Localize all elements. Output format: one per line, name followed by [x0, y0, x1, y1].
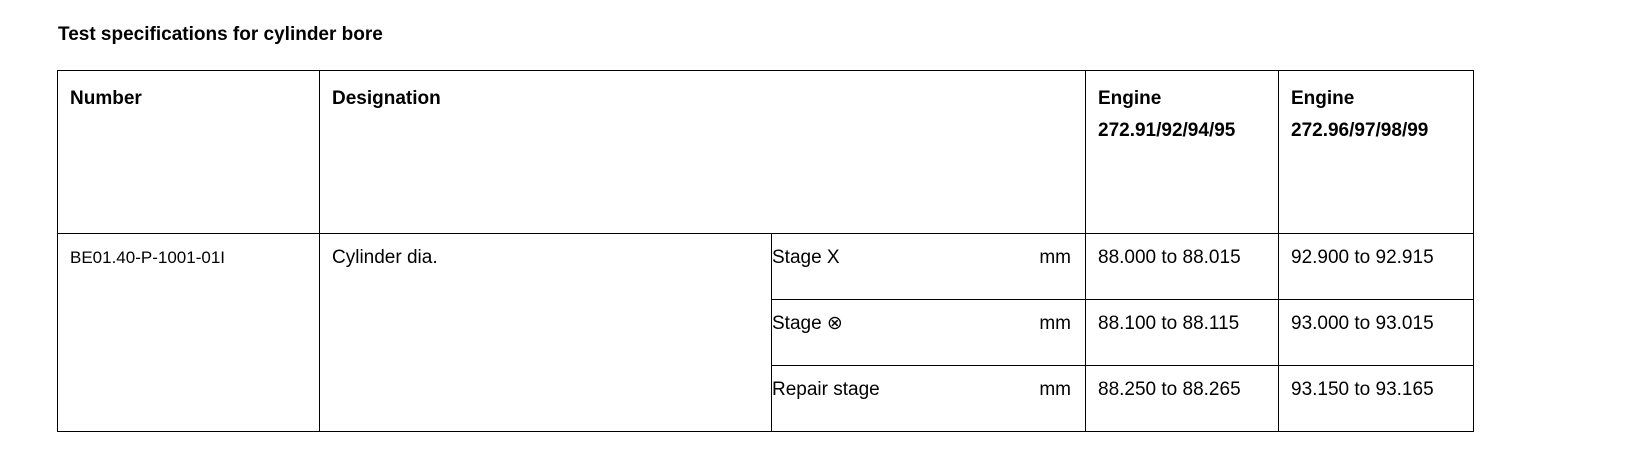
cell-stage: Stage X — [771, 233, 980, 300]
table-row: BE01.40-P-1001-01I Cylinder dia. Stage X… — [57, 233, 1474, 300]
spec-table: Number Designation Engine 272.91/92/94/9… — [57, 70, 1474, 432]
cell-stage: Stage ⊗ — [771, 299, 980, 366]
header-number: Number — [57, 70, 320, 234]
cell-engine-a: 88.100 to 88.115 — [1085, 299, 1279, 366]
cell-unit: mm — [979, 233, 1086, 300]
cell-stage: Repair stage — [771, 365, 980, 432]
cell-number: BE01.40-P-1001-01I — [57, 233, 320, 300]
cell-engine-b: 93.000 to 93.015 — [1278, 299, 1474, 366]
cell-engine-b: 92.900 to 92.915 — [1278, 233, 1474, 300]
header-row: Number Designation Engine 272.91/92/94/9… — [57, 70, 1474, 234]
cell-designation: Cylinder dia. — [319, 233, 772, 300]
cell-number — [57, 365, 320, 432]
header-designation: Designation — [319, 70, 1086, 234]
cell-engine-b: 93.150 to 93.165 — [1278, 365, 1474, 432]
header-engine-b: Engine 272.96/97/98/99 — [1278, 70, 1474, 234]
cell-designation — [319, 299, 772, 366]
header-engine-b-models: 272.96/97/98/99 — [1291, 120, 1429, 141]
header-engine-a: Engine 272.91/92/94/95 — [1085, 70, 1279, 234]
cell-engine-a: 88.000 to 88.015 — [1085, 233, 1279, 300]
cell-designation — [319, 365, 772, 432]
cell-number — [57, 299, 320, 366]
page-title: Test specifications for cylinder bore — [58, 24, 383, 45]
table-row: Repair stage mm 88.250 to 88.265 93.150 … — [57, 365, 1474, 432]
cell-unit: mm — [979, 365, 1086, 432]
cell-unit: mm — [979, 299, 1086, 366]
header-engine-b-label: Engine — [1291, 88, 1355, 109]
header-engine-a-label: Engine — [1098, 88, 1162, 109]
header-engine-a-models: 272.91/92/94/95 — [1098, 120, 1236, 141]
table-row: Stage ⊗ mm 88.100 to 88.115 93.000 to 93… — [57, 299, 1474, 366]
cell-engine-a: 88.250 to 88.265 — [1085, 365, 1279, 432]
